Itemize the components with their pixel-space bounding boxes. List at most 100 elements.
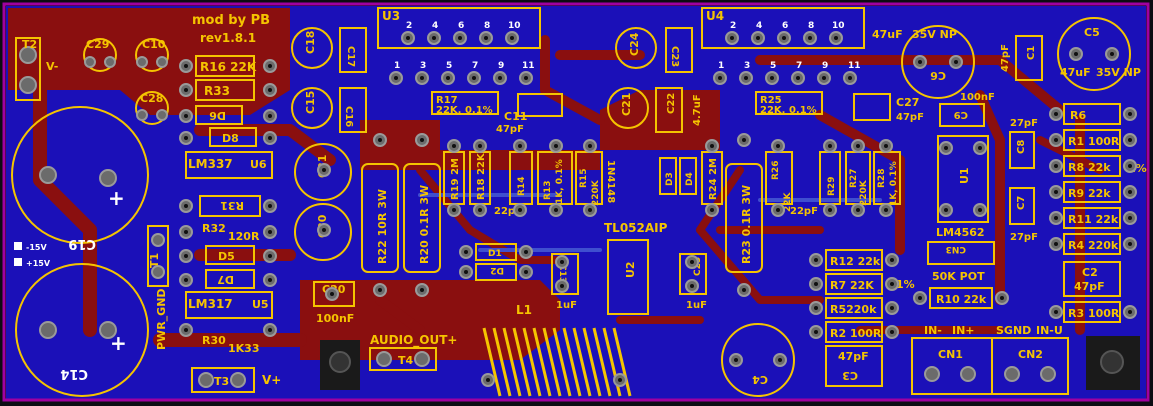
pad-hole xyxy=(796,76,800,80)
opamp-u2 xyxy=(607,239,649,315)
pad-hole xyxy=(184,328,188,332)
pad-hole xyxy=(560,284,564,288)
pad-hole xyxy=(730,36,734,40)
pad-hole xyxy=(954,60,958,64)
pad-hole xyxy=(978,146,982,150)
svg-text:3: 3 xyxy=(420,61,426,71)
opamp-module-u3 xyxy=(377,7,541,49)
svg-text:D7: D7 xyxy=(217,273,234,286)
svg-text:D2: D2 xyxy=(490,265,504,275)
pad-hole xyxy=(510,36,514,40)
svg-text:R3 100R: R3 100R xyxy=(1068,307,1120,320)
svg-text:4: 4 xyxy=(432,21,438,31)
pad-hole xyxy=(184,64,188,68)
svg-text:10: 10 xyxy=(832,21,845,31)
pad-hole xyxy=(554,208,558,212)
pad-hole xyxy=(1128,164,1132,168)
label-50k-pot: 50K POT xyxy=(932,270,985,283)
svg-text:R13: R13 xyxy=(543,181,553,200)
pad-hole xyxy=(322,228,326,232)
pad-hole xyxy=(710,208,714,212)
svg-text:R33: R33 xyxy=(204,84,230,98)
svg-text:R8 22k: R8 22k xyxy=(1068,161,1111,174)
svg-text:R9 22k: R9 22k xyxy=(1068,187,1111,200)
resistor-r23 xyxy=(725,163,763,273)
svg-text:CN3: CN3 xyxy=(946,244,966,254)
pad-hole xyxy=(1128,138,1132,142)
regulator-u5 xyxy=(185,291,273,319)
svg-text:9: 9 xyxy=(498,61,504,71)
cap-c17 xyxy=(339,27,367,73)
cap-c13 xyxy=(551,253,579,295)
regulator-u6 xyxy=(185,151,273,179)
svg-text:22K: 22K xyxy=(783,191,793,212)
pad-hole xyxy=(848,76,852,80)
resistor-r16 xyxy=(195,55,255,77)
pad-hole xyxy=(518,208,522,212)
pad-hole xyxy=(856,208,860,212)
header-t1 xyxy=(147,225,169,287)
svg-text:D3: D3 xyxy=(665,172,675,186)
label-minus-15v: -15V xyxy=(26,243,47,252)
svg-text:D1: D1 xyxy=(488,249,502,259)
diode-d7 xyxy=(205,269,255,289)
svg-text:35V NP: 35V NP xyxy=(1096,66,1141,79)
resistor-r31 xyxy=(199,195,261,217)
cap-c1 xyxy=(1015,35,1043,81)
resistor-r20 xyxy=(403,163,441,273)
svg-text:CN2: CN2 xyxy=(1018,348,1043,361)
pad-hole xyxy=(856,144,860,148)
label-c11: C11 xyxy=(504,110,527,123)
cap-c16 xyxy=(339,87,367,133)
header-t2 xyxy=(15,37,41,101)
svg-text:3: 3 xyxy=(744,61,750,71)
svg-text:11: 11 xyxy=(522,61,535,71)
svg-text:8: 8 xyxy=(484,21,490,31)
label-22pf-right: 22pF xyxy=(790,206,818,217)
pad-hole xyxy=(828,144,832,148)
power-plane-top xyxy=(8,8,290,115)
svg-text:C7: C7 xyxy=(1016,196,1027,210)
pad-hole xyxy=(268,64,272,68)
svg-text:C2: C2 xyxy=(1082,266,1098,279)
cap-c21: C21 xyxy=(607,87,649,129)
svg-text:R32: R32 xyxy=(202,222,226,235)
cap-c20 xyxy=(313,281,355,307)
svg-text:9: 9 xyxy=(822,61,828,71)
cap-c29: C29 xyxy=(83,38,117,72)
svg-text:R23 0.1R 3W: R23 0.1R 3W xyxy=(740,185,753,264)
svg-text:C5: C5 xyxy=(1084,26,1100,39)
svg-text:10: 10 xyxy=(508,21,521,31)
svg-text:R31: R31 xyxy=(220,199,244,212)
pad-hole xyxy=(268,136,272,140)
svg-text:C13: C13 xyxy=(557,264,567,283)
svg-text:U6: U6 xyxy=(250,158,267,171)
pad-hole xyxy=(1128,242,1132,246)
pad-hole xyxy=(184,278,188,282)
pad-hole xyxy=(1054,138,1058,142)
svg-text:C29: C29 xyxy=(86,38,109,51)
label-audio-out: AUDIO_OUT+ xyxy=(370,333,457,348)
pad-hole xyxy=(776,144,780,148)
svg-text:1K, 0.1%: 1K, 0.1% xyxy=(889,161,899,206)
svg-text:R2 100R: R2 100R xyxy=(830,327,882,340)
pad-hole xyxy=(588,144,592,148)
label-tl052: TL052AIP xyxy=(604,221,668,235)
pad-hole xyxy=(822,76,826,80)
svg-text:22K, 0.1%: 22K, 0.1% xyxy=(760,105,817,116)
cap-c7 xyxy=(1009,187,1035,225)
credit-author: mod by PB xyxy=(192,13,270,28)
pad-hole xyxy=(330,292,334,296)
pad-hole xyxy=(420,138,424,142)
svg-text:R7 22K: R7 22K xyxy=(830,279,874,292)
diode-d2 xyxy=(475,263,517,281)
label-100nf-left: 100nF xyxy=(316,312,354,325)
svg-text:22K, 0.1%: 22K, 0.1% xyxy=(436,105,493,116)
pad-hole xyxy=(944,146,948,150)
label-l1: L1 xyxy=(516,303,532,317)
pad-hole xyxy=(884,144,888,148)
pad-hole xyxy=(184,230,188,234)
